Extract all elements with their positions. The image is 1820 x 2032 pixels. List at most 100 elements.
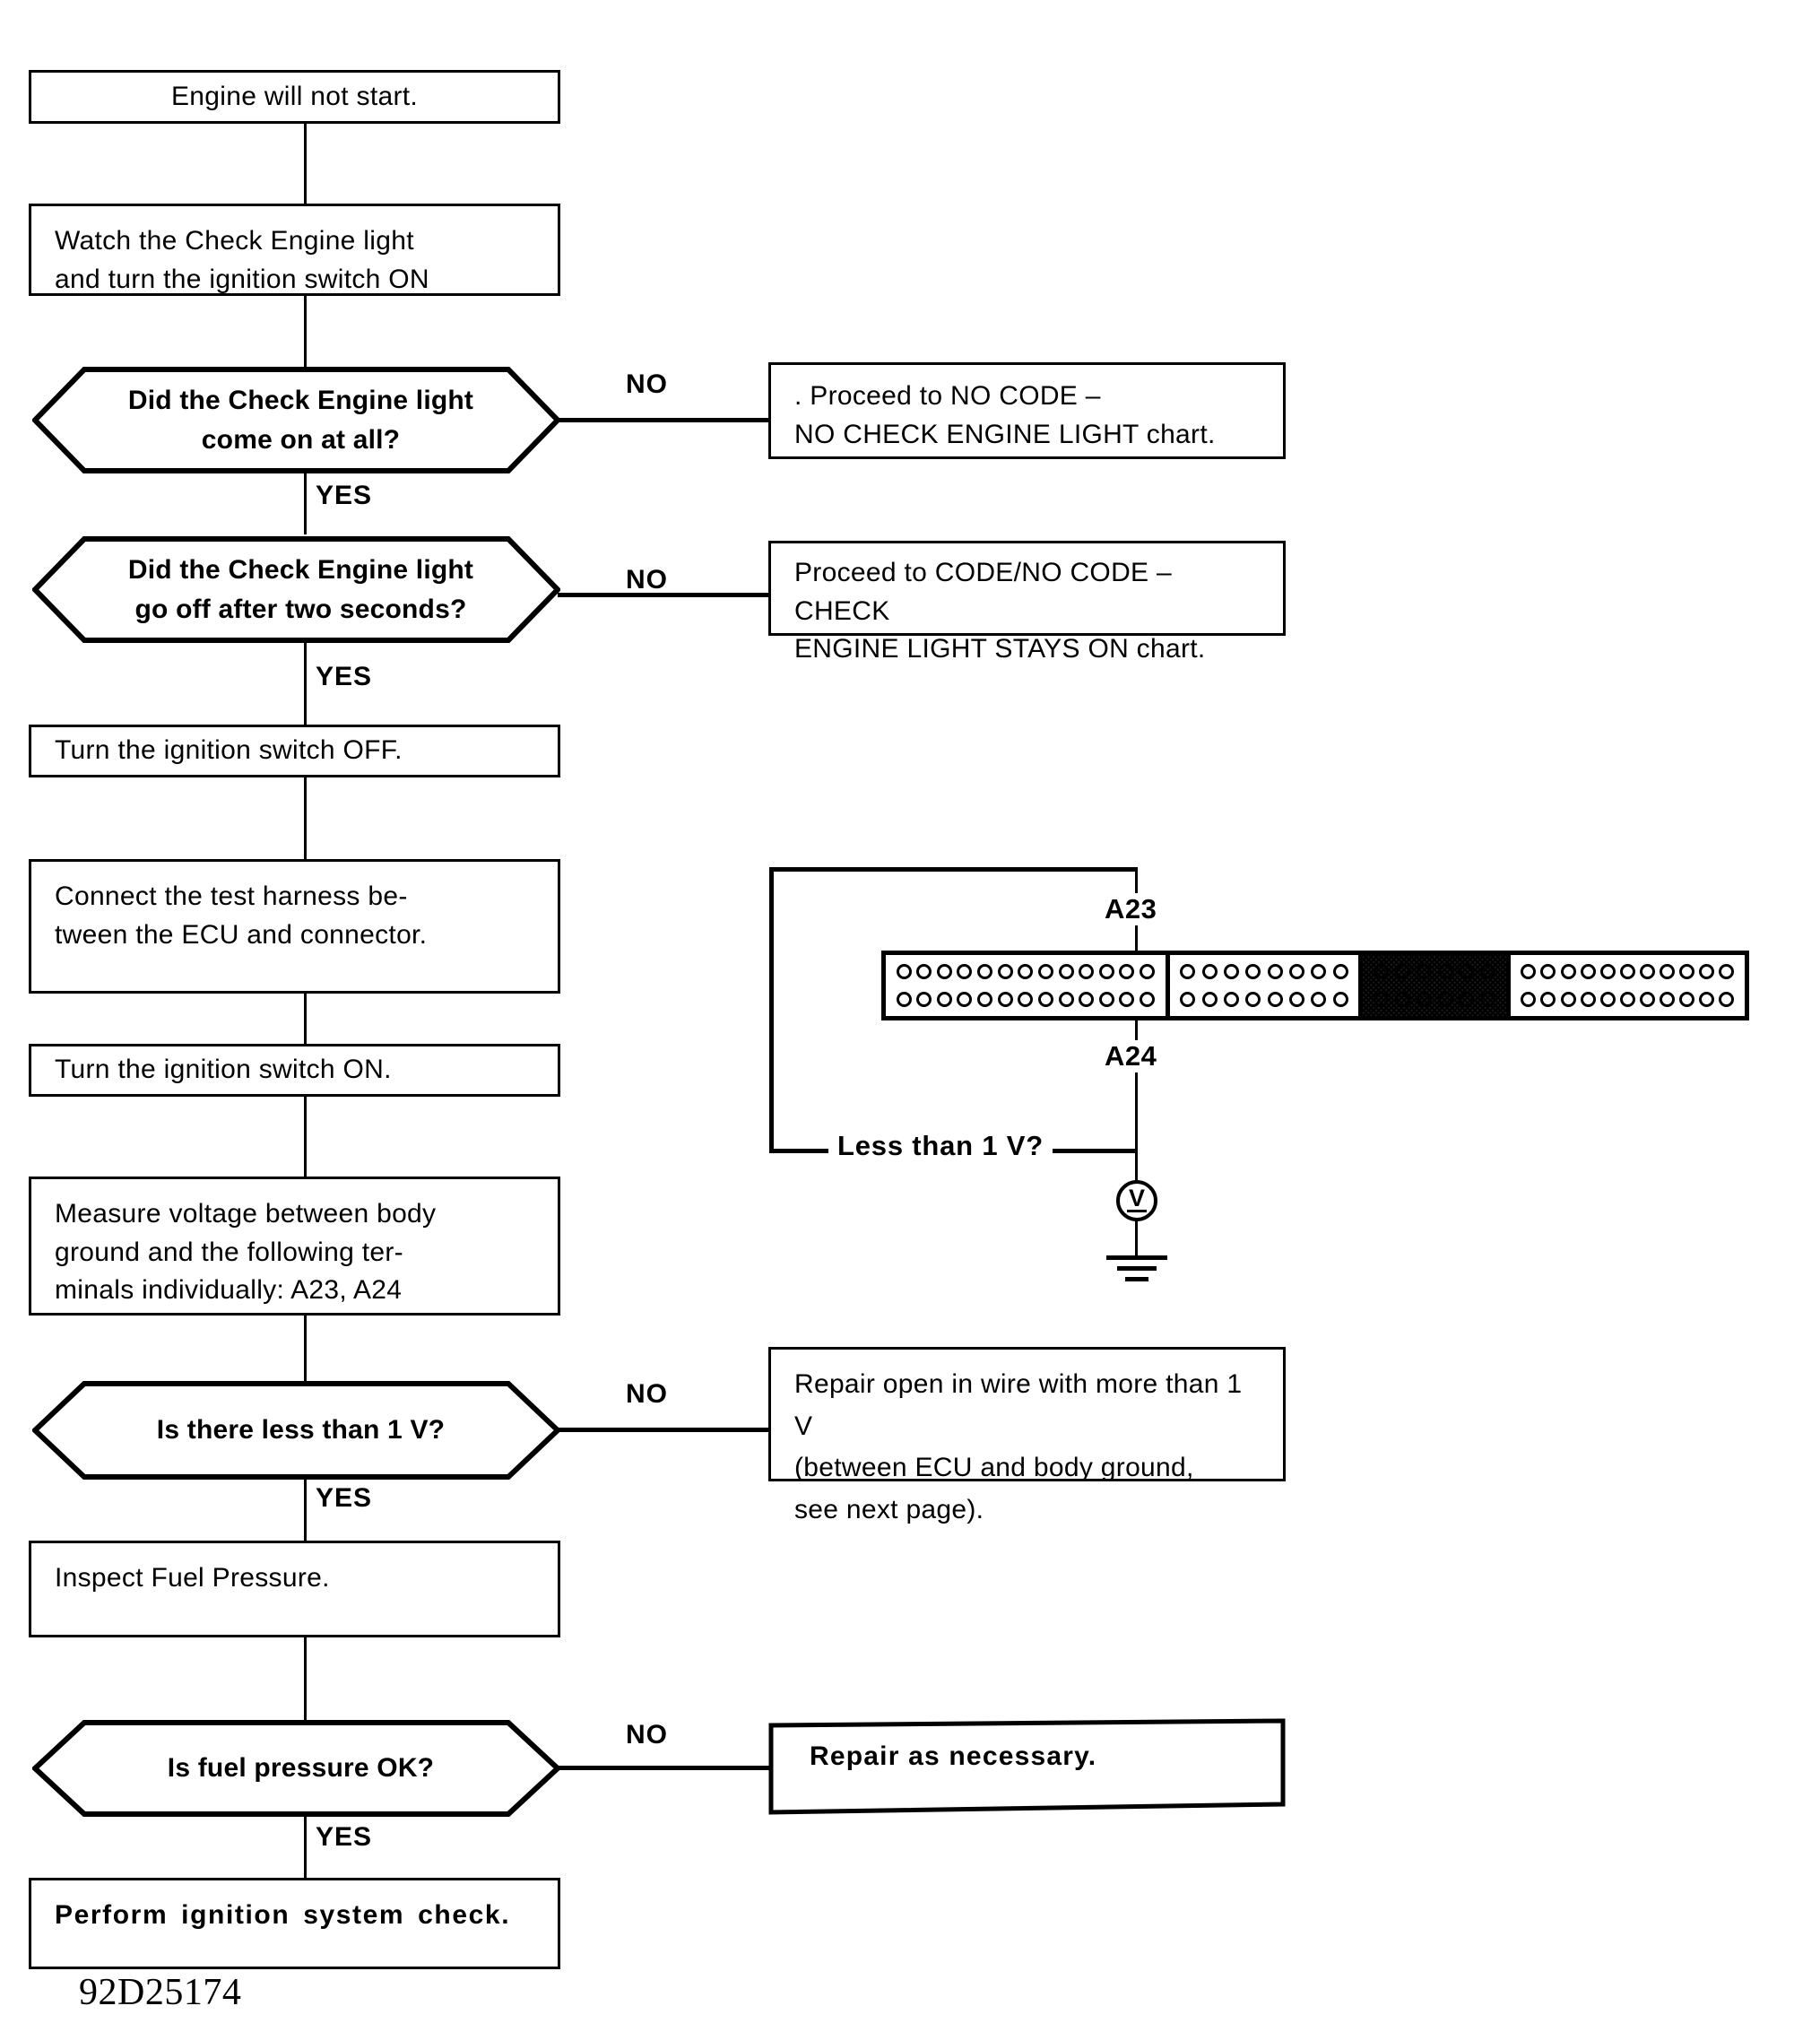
connector-segment-1: [886, 955, 1170, 1016]
branch-label-yes-q1: YES: [316, 481, 373, 510]
node-text: Measure voltage between body ground and …: [55, 1199, 437, 1306]
ground-bar-1: [1106, 1255, 1167, 1260]
pin-hole: [1619, 963, 1635, 979]
pin-hole: [1679, 992, 1695, 1008]
pin-hole: [1437, 992, 1453, 1008]
pin-hole: [1459, 963, 1475, 979]
pin-hole: [916, 992, 932, 1008]
document-id-code: 92D25174: [79, 1972, 242, 2013]
pin-hole: [1521, 992, 1537, 1008]
pin-hole: [1140, 992, 1155, 1008]
pin-row-bottom: [1178, 988, 1351, 1012]
terminal-label-a23: A23: [1101, 893, 1161, 925]
bracket-left-vertical: [769, 867, 774, 1152]
pin-hole: [1058, 992, 1074, 1008]
node-text: Engine will not start.: [170, 81, 419, 111]
node-text: . Proceed to NO CODE – NO CHECK ENGINE L…: [794, 381, 1216, 449]
pin-hole: [1373, 992, 1389, 1008]
branch-label-yes-q4: YES: [316, 1822, 373, 1852]
hexagon-outline: [32, 536, 560, 643]
pin-hole: [1037, 992, 1053, 1008]
pin-hole: [1180, 992, 1196, 1008]
hexagon-outline: [32, 367, 560, 473]
ground-bar-3: [1125, 1277, 1148, 1281]
pin-hole: [1201, 963, 1218, 979]
hexagon-outline: [32, 1720, 560, 1817]
pin-hole: [1660, 992, 1676, 1008]
edge-harness-to-ignon: [304, 992, 307, 1046]
node-outcome-repair-open-wire: Repair open in wire with more than 1 V (…: [768, 1347, 1286, 1524]
node-text: Connect the test harness be- tween the E…: [55, 881, 428, 950]
branch-label-no-q1: NO: [626, 369, 668, 399]
pin-hole: [1719, 963, 1735, 979]
pin-hole: [997, 992, 1013, 1008]
node-text: Perform ignition system check.: [55, 1900, 511, 1930]
pin-hole: [1599, 992, 1616, 1008]
branch-label-no-q3: NO: [626, 1379, 668, 1409]
node-text: Is fuel pressure OK?: [167, 1753, 435, 1784]
node-decision-less-than-1v: Is there less than 1 V?: [32, 1381, 560, 1480]
node-outcome-no-code-chart: . Proceed to NO CODE – NO CHECK ENGINE L…: [768, 362, 1286, 459]
pin-hole: [1416, 992, 1432, 1008]
node-outcome-repair-as-necessary: Repair as necessary.: [768, 1718, 1286, 1815]
pin-hole: [977, 992, 992, 1008]
pin-hole: [1267, 992, 1283, 1008]
pin-hole: [1180, 963, 1196, 979]
branch-label-yes-q2: YES: [316, 662, 373, 691]
edge-q3-yes: [304, 1478, 307, 1542]
node-text: Repair open in wire with more than 1 V (…: [794, 1369, 1243, 1524]
node-decision-light-came-on: Did the Check Engine light come on at al…: [32, 367, 560, 473]
pin-hole: [1223, 963, 1239, 979]
node-text: Proceed to CODE/NO CODE – CHECK ENGINE L…: [794, 558, 1206, 664]
edge-ignoff-to-harness: [304, 775, 307, 861]
voltmeter-symbol: V: [1116, 1180, 1157, 1221]
pin-hole: [1332, 992, 1348, 1008]
node-engine-will-not-start: Engine will not start.: [29, 70, 560, 124]
pin-hole: [1223, 992, 1239, 1008]
pin-hole: [1480, 963, 1496, 979]
pin-hole-a23: [1119, 963, 1135, 979]
measurement-label-less-than-1v: Less than 1 V?: [828, 1130, 1053, 1162]
node-text: Did the Check Engine light come on at al…: [127, 386, 474, 455]
pin-hole: [1521, 963, 1537, 979]
node-text: Inspect Fuel Pressure.: [55, 1563, 330, 1593]
pin-hole: [1480, 992, 1496, 1008]
pin-hole: [1311, 992, 1327, 1008]
pin-hole: [1018, 992, 1034, 1008]
pin-hole: [916, 963, 932, 979]
pin-hole: [1289, 992, 1305, 1008]
pin-row-bottom: [1371, 988, 1497, 1012]
wire-to-voltmeter: [1135, 1149, 1138, 1183]
pin-hole: [977, 963, 992, 979]
bracket-top-horizontal: [769, 867, 1137, 872]
edge-q1-no: [558, 418, 771, 422]
pin-hole: [1719, 992, 1735, 1008]
pin-hole: [1289, 963, 1305, 979]
node-perform-ignition-system-check: Perform ignition system check.: [29, 1878, 560, 1969]
edge-q2-yes: [304, 641, 307, 726]
skewed-box-outline: [768, 1718, 1286, 1815]
pin-row-top: [1371, 960, 1497, 983]
edge-ignon-to-measure: [304, 1094, 307, 1178]
node-inspect-fuel-pressure: Inspect Fuel Pressure.: [29, 1541, 560, 1637]
pin-hole: [1140, 963, 1155, 979]
pin-row-bottom: [1519, 988, 1737, 1012]
pin-hole: [896, 992, 912, 1008]
pin-hole: [896, 963, 912, 979]
pin-hole: [1332, 963, 1348, 979]
edge-watch-to-q1: [304, 294, 307, 370]
pin-hole: [1058, 963, 1074, 979]
wire-to-ground: [1135, 1220, 1138, 1258]
pin-hole: [1540, 992, 1556, 1008]
pin-hole: [1599, 963, 1616, 979]
pin-hole-a24: [1119, 992, 1135, 1008]
pin-hole: [1699, 992, 1715, 1008]
node-connect-test-harness: Connect the test harness be- tween the E…: [29, 859, 560, 994]
pin-hole: [997, 963, 1013, 979]
pin-hole: [1311, 963, 1327, 979]
edge-q2-no: [558, 593, 771, 597]
node-outcome-code-no-code-chart: Proceed to CODE/NO CODE – CHECK ENGINE L…: [768, 541, 1286, 664]
pin-hole: [1098, 992, 1114, 1008]
